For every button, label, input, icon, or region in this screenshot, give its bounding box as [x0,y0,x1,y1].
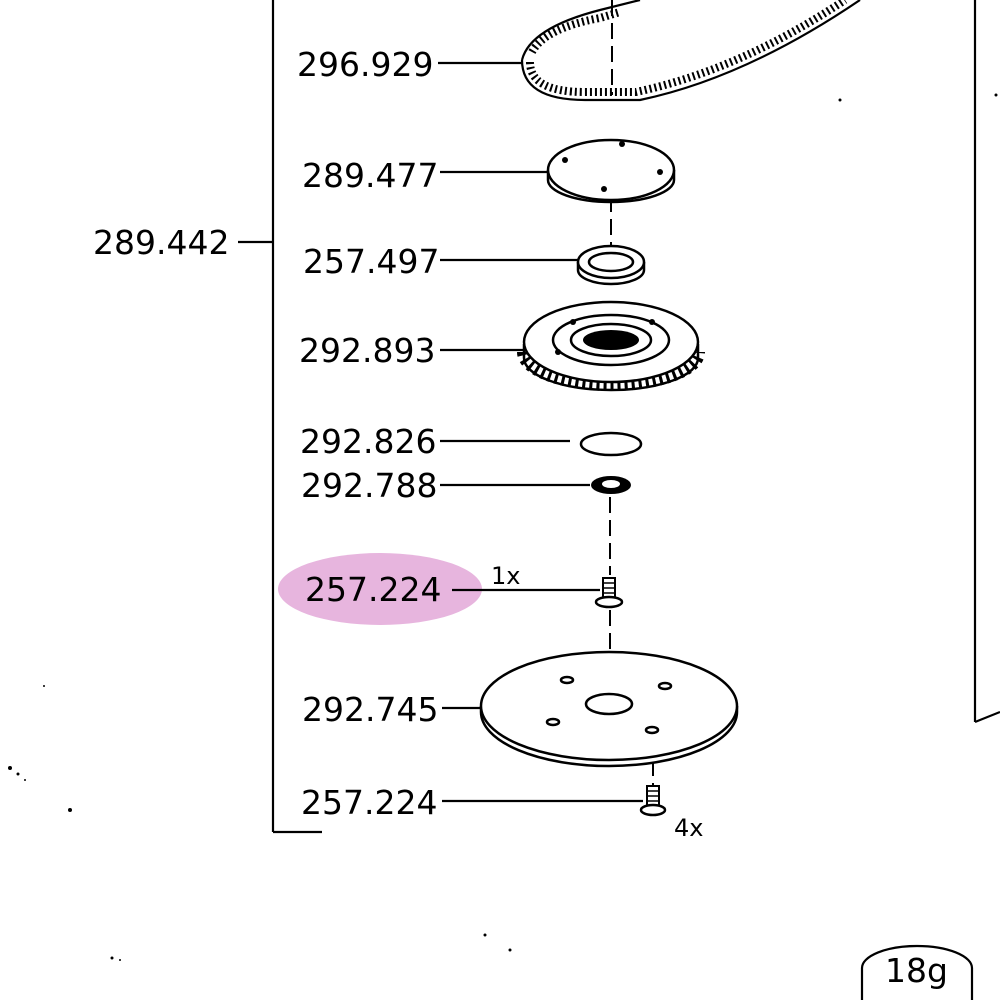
assembly-label: 289.442 [93,223,229,262]
part-label-gear-wheel: 292.893 [299,331,435,370]
part-label-bearing: 257.497 [303,242,439,281]
quantity-label-set: 4x [674,814,703,842]
scan-specks [8,93,998,961]
part-label-o-ring: 292.826 [300,422,436,461]
base-plate [479,650,739,768]
screw-single [594,577,624,609]
page-marker: 18g [860,944,974,1000]
part-label-base-plate: 292.745 [302,690,438,729]
part-label-washer: 292.788 [301,466,437,505]
assembly-bracket [238,0,322,834]
leader-lines [438,61,643,803]
bearing [576,244,646,286]
screw-set [639,785,667,817]
gear-wheel [517,300,705,392]
washer [591,476,631,494]
quantity-label-single: 1x [491,562,520,590]
callout-highlight [278,553,482,625]
o-ring [579,431,643,457]
disc-cover [546,138,676,204]
toothed-belt [520,0,861,102]
part-label-disc-cover: 289.477 [302,156,438,195]
part-label-screw-single: 257.224 [305,570,441,609]
page-marker-label: 18g [885,951,948,990]
part-label-screw-set: 257.224 [301,783,437,822]
part-label-belt: 296.929 [297,45,433,84]
frame-edge [973,0,1000,724]
